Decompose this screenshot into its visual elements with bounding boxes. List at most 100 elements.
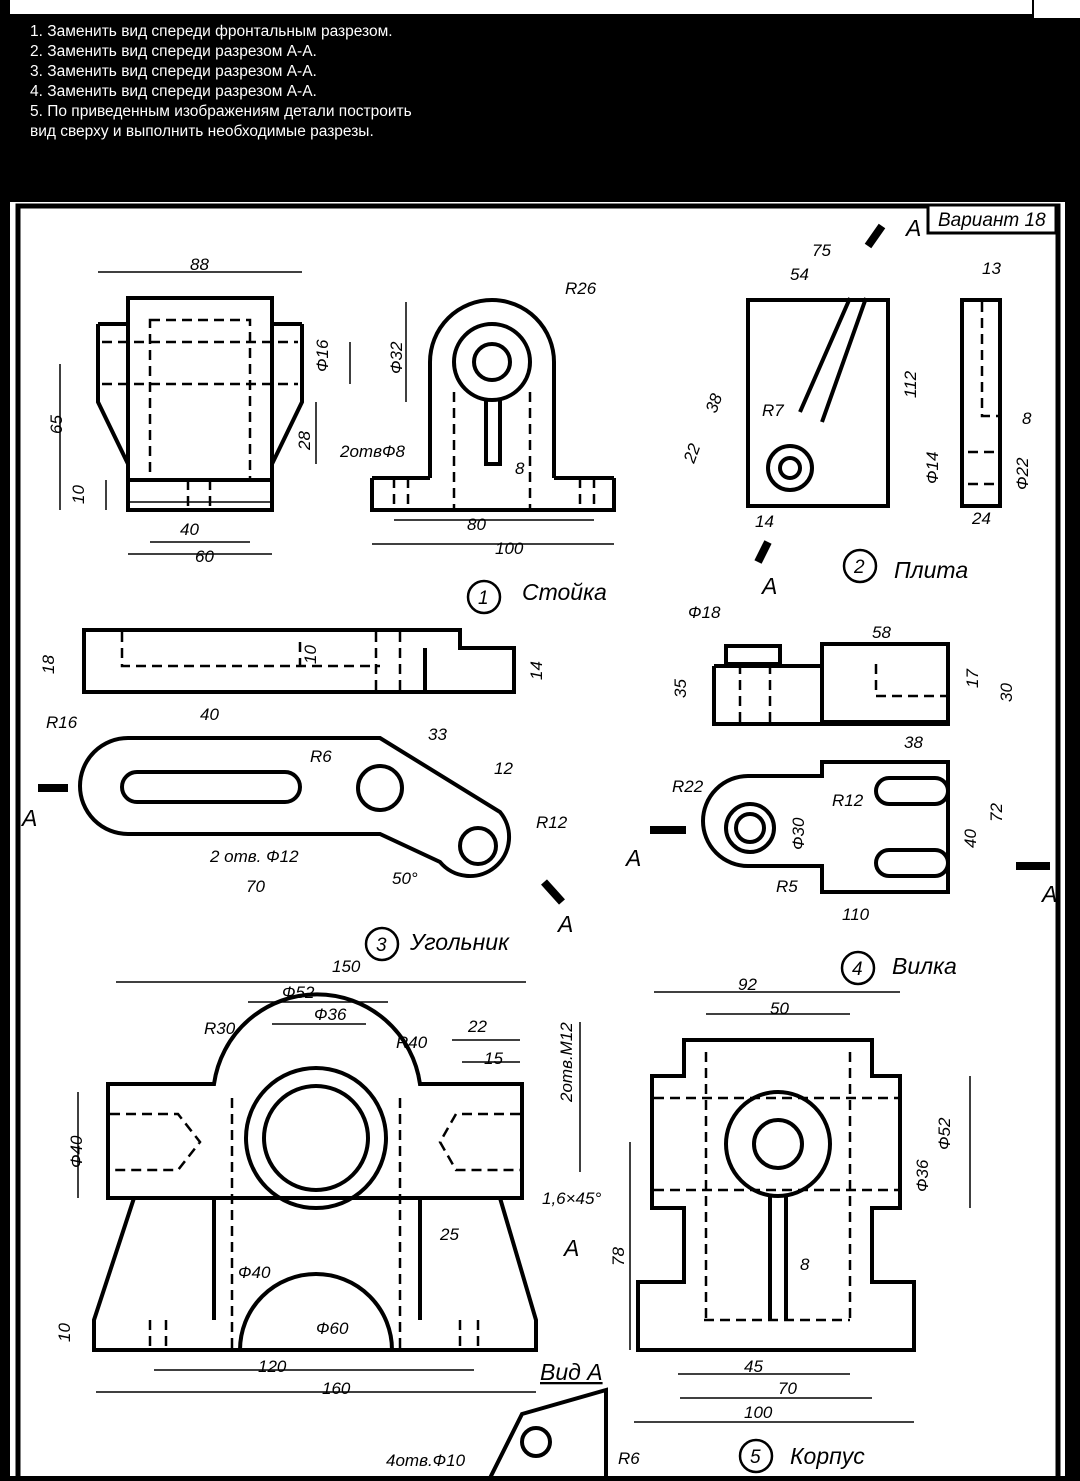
svg-text:8: 8 — [1022, 409, 1032, 428]
part5-number: 5 — [750, 1447, 761, 1468]
svg-text:Ф60: Ф60 — [316, 1319, 349, 1338]
svg-text:10: 10 — [69, 485, 88, 504]
svg-text:70: 70 — [246, 877, 265, 896]
image-frame-top — [8, 0, 1034, 16]
svg-text:14: 14 — [755, 512, 774, 531]
svg-text:150: 150 — [332, 957, 361, 976]
svg-text:13: 13 — [982, 259, 1001, 278]
svg-text:8: 8 — [800, 1255, 810, 1274]
svg-text:78: 78 — [609, 1247, 628, 1266]
svg-text:A: A — [624, 845, 641, 871]
part3-name: Угольник — [409, 929, 510, 955]
part1-name: Стойка — [522, 579, 607, 605]
part5-side-view — [488, 1038, 916, 1479]
part4-number: 4 — [852, 959, 863, 980]
svg-text:A: A — [1040, 881, 1057, 907]
svg-text:A: A — [904, 215, 921, 241]
svg-text:A: A — [20, 805, 37, 831]
svg-text:Ф36: Ф36 — [314, 1005, 347, 1024]
svg-text:Ф22: Ф22 — [1013, 457, 1032, 490]
svg-text:40: 40 — [961, 829, 980, 848]
svg-text:58: 58 — [872, 623, 891, 642]
variant-label: Вариант 18 — [938, 210, 1046, 231]
svg-text:18: 18 — [39, 655, 58, 674]
svg-text:R40: R40 — [396, 1033, 428, 1052]
svg-text:R12: R12 — [832, 791, 864, 810]
svg-text:88: 88 — [190, 255, 209, 274]
svg-text:80: 80 — [467, 515, 486, 534]
svg-text:4отв.Ф10: 4отв.Ф10 — [386, 1451, 466, 1470]
frame-edge — [1034, 0, 1080, 18]
svg-text:R26: R26 — [565, 279, 597, 298]
svg-text:40: 40 — [180, 520, 199, 539]
svg-text:45: 45 — [744, 1357, 763, 1376]
svg-text:10: 10 — [301, 645, 320, 664]
svg-text:2отв.М12: 2отв.М12 — [557, 1022, 576, 1103]
svg-text:Ф36: Ф36 — [913, 1159, 932, 1192]
svg-text:24: 24 — [971, 509, 991, 528]
task-1: 1. Заменить вид спереди фронтальным разр… — [30, 23, 393, 40]
part4-views — [701, 642, 950, 894]
svg-text:R7: R7 — [762, 401, 784, 420]
svg-text:28: 28 — [295, 431, 314, 451]
part3-number: 3 — [376, 935, 387, 956]
svg-text:25: 25 — [439, 1225, 459, 1244]
svg-text:Ф30: Ф30 — [789, 817, 808, 850]
part1-front-view — [96, 296, 304, 512]
svg-text:120: 120 — [258, 1357, 287, 1376]
task-list: 1. Заменить вид спереди фронтальным разр… — [8, 22, 428, 142]
svg-text:65: 65 — [47, 415, 66, 434]
svg-text:R16: R16 — [46, 713, 78, 732]
svg-text:35: 35 — [671, 679, 690, 698]
svg-text:R12: R12 — [536, 813, 568, 832]
drawing-sheet: Вариант 18 88 R26 40 60 2отвФ8 8 80 100 … — [10, 202, 1065, 1481]
svg-text:R5: R5 — [776, 877, 798, 896]
part4-name: Вилка — [892, 953, 957, 979]
svg-text:40: 40 — [200, 705, 219, 724]
svg-text:8: 8 — [515, 459, 525, 478]
part2-name: Плита — [894, 557, 968, 583]
svg-text:Ф40: Ф40 — [67, 1135, 86, 1168]
svg-text:33: 33 — [428, 725, 447, 744]
svg-text:10: 10 — [55, 1323, 74, 1342]
svg-text:160: 160 — [322, 1379, 351, 1398]
part1-number: 1 — [478, 588, 489, 609]
svg-text:2 отв. Ф12: 2 отв. Ф12 — [209, 847, 299, 866]
svg-text:A: A — [556, 911, 573, 937]
svg-text:75: 75 — [812, 241, 831, 260]
part2-views — [746, 297, 1002, 508]
svg-text:2отвФ8: 2отвФ8 — [339, 442, 405, 461]
technical-drawing: Вариант 18 88 R26 40 60 2отвФ8 8 80 100 … — [15, 203, 1061, 1481]
svg-text:54: 54 — [790, 265, 809, 284]
svg-text:50°: 50° — [392, 869, 418, 888]
svg-text:R6: R6 — [310, 747, 332, 766]
svg-text:30: 30 — [997, 683, 1016, 702]
svg-text:38: 38 — [904, 733, 923, 752]
part5-name: Корпус — [790, 1443, 865, 1469]
task-5: 5. По приведенным изображениям детали по… — [30, 103, 412, 140]
svg-text:Ф52: Ф52 — [282, 983, 315, 1002]
svg-text:Ф52: Ф52 — [935, 1117, 954, 1150]
svg-text:1,6×45°: 1,6×45° — [542, 1189, 601, 1208]
svg-text:22: 22 — [467, 1017, 487, 1036]
svg-text:R30: R30 — [204, 1019, 236, 1038]
svg-text:15: 15 — [484, 1049, 503, 1068]
part2-number: 2 — [853, 557, 865, 578]
view-a-label: Вид А — [540, 1359, 603, 1385]
svg-text:Ф18: Ф18 — [688, 603, 721, 622]
svg-text:A: A — [562, 1235, 579, 1261]
task-2: 2. Заменить вид спереди разрезом А-А. — [30, 43, 317, 60]
svg-text:12: 12 — [494, 759, 513, 778]
part3-views — [78, 628, 516, 879]
svg-text:50: 50 — [770, 999, 789, 1018]
svg-text:92: 92 — [738, 975, 757, 994]
svg-text:Ф14: Ф14 — [923, 452, 942, 484]
svg-text:110: 110 — [842, 905, 870, 924]
svg-text:60: 60 — [195, 547, 214, 566]
svg-text:Ф16: Ф16 — [313, 339, 332, 372]
part5-front-view — [92, 992, 538, 1352]
svg-text:Ф32: Ф32 — [387, 341, 406, 374]
svg-text:112: 112 — [901, 370, 920, 398]
svg-text:100: 100 — [495, 539, 524, 558]
svg-text:R22: R22 — [672, 777, 704, 796]
